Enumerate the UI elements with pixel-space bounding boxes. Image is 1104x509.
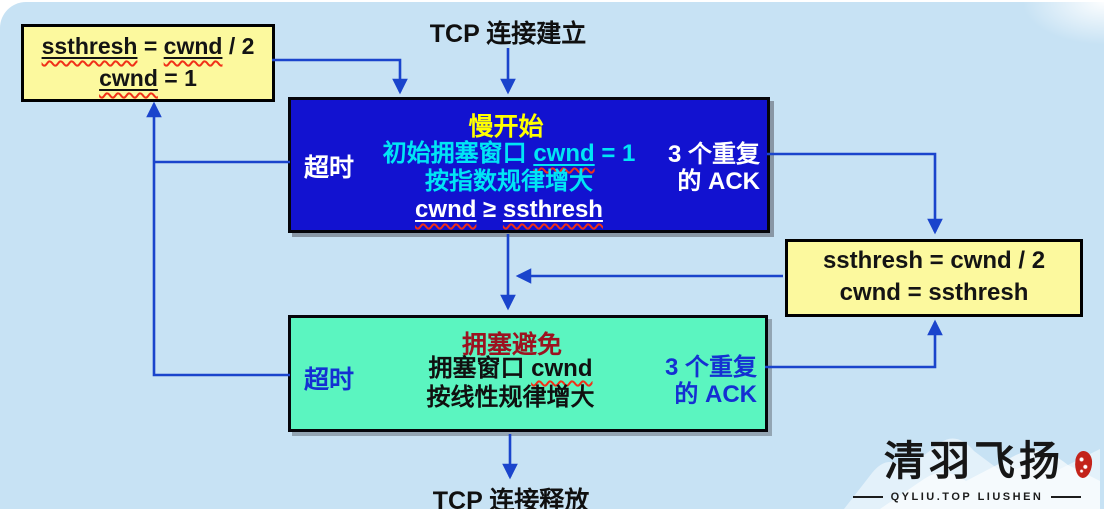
slow-start-ack-label: 3 个重复 的 ACK [668, 141, 760, 195]
dash-right [1051, 496, 1082, 498]
watermark-subtitle-row: QYLIU.TOP LIUSHEN [844, 491, 1090, 503]
threshold-line1: ssthresh = cwnd / 2 [822, 247, 1046, 274]
slow-start-line3: cwnd ≥ ssthresh [361, 196, 657, 224]
congestion-avoidance-box: 拥塞避免 超时 拥塞窗口 cwnd 按线性规律增大 3 个重复 的 ACK [288, 315, 768, 432]
ca-line1-prefix: 拥塞窗口 [428, 355, 532, 382]
reset-line2-word1: cwnd [99, 65, 158, 91]
ca-ack-line1: 3 个重复 [664, 354, 757, 381]
reset-line1-rest: / 2 [222, 33, 255, 59]
watermark: 清羽飞扬 QYLIU.TOP LIUSHEN [844, 429, 1100, 509]
arrow-timeout-to-reset [146, 101, 290, 377]
slow-start-title: 慢开始 [468, 113, 544, 141]
arrow-reset-to-slowstart [272, 58, 408, 95]
reset-box-line2: cwnd = 1 [24, 62, 272, 94]
ca-ack-line2: 的 ACK [674, 381, 757, 408]
reset-box-line1: ssthresh = cwnd / 2 [24, 30, 272, 62]
arrow-avoidance-ack-to-threshold [765, 319, 943, 369]
ss-line1-prefix: 初始拥塞窗口 [382, 140, 534, 167]
reset-line1-op: = [137, 33, 164, 59]
slow-start-box: 慢开始 超时 初始拥塞窗口 cwnd = 1 按指数规律增大 cwnd ≥ ss… [288, 97, 770, 233]
congestion-avoidance-timeout-label: 超时 [304, 366, 355, 394]
reset-box: ssthresh = cwnd / 2 cwnd = 1 [21, 24, 275, 102]
ss-line3-word2: ssthresh [502, 196, 603, 223]
slow-start-lines: 初始拥塞窗口 cwnd = 1 按指数规律增大 cwnd ≥ ssthresh [361, 140, 657, 224]
dash-left [852, 496, 883, 498]
tcp-release-label: TCP 连接释放 [432, 487, 590, 509]
congestion-avoidance-lines: 拥塞窗口 cwnd 按线性规律增大 [361, 354, 660, 412]
ca-line1-word: cwnd [531, 355, 593, 382]
reset-line2-rest: = 1 [157, 65, 197, 91]
congestion-avoidance-title: 拥塞避免 [461, 331, 562, 359]
ss-line3-op: ≥ [476, 196, 503, 223]
ca-line1: 拥塞窗口 cwnd [361, 354, 660, 383]
corner-glow [1024, 2, 1104, 44]
ss-line1-word: cwnd [533, 140, 595, 167]
ss-ack-line1: 3 个重复 [667, 141, 760, 168]
ss-ack-line2: 的 ACK [677, 168, 760, 195]
reset-line1-word1: ssthresh [41, 33, 138, 59]
mountain-art [844, 438, 1100, 509]
threshold-line2: cwnd = ssthresh [839, 279, 1029, 306]
congestion-avoidance-ack-label: 3 个重复 的 ACK [665, 354, 757, 408]
watermark-brand: 清羽飞扬 [884, 437, 1064, 485]
ss-line3-word1: cwnd [415, 196, 477, 223]
threshold-box: ssthresh = cwnd / 2 cwnd = ssthresh [785, 239, 1083, 317]
reset-line1-word2: cwnd [163, 33, 223, 59]
watermark-subtitle: QYLIU.TOP LIUSHEN [890, 491, 1044, 503]
arrow-slowstart-ack-to-threshold [767, 152, 943, 235]
ss-line1-suffix: = 1 [594, 140, 636, 167]
slow-start-timeout-label: 超时 [304, 154, 355, 182]
slow-start-line1: 初始拥塞窗口 cwnd = 1 [361, 140, 657, 168]
slow-start-line2: 按指数规律增大 [425, 168, 593, 195]
tcp-establish-label: TCP 连接建立 [429, 20, 587, 48]
ca-line2: 按线性规律增大 [426, 384, 595, 411]
